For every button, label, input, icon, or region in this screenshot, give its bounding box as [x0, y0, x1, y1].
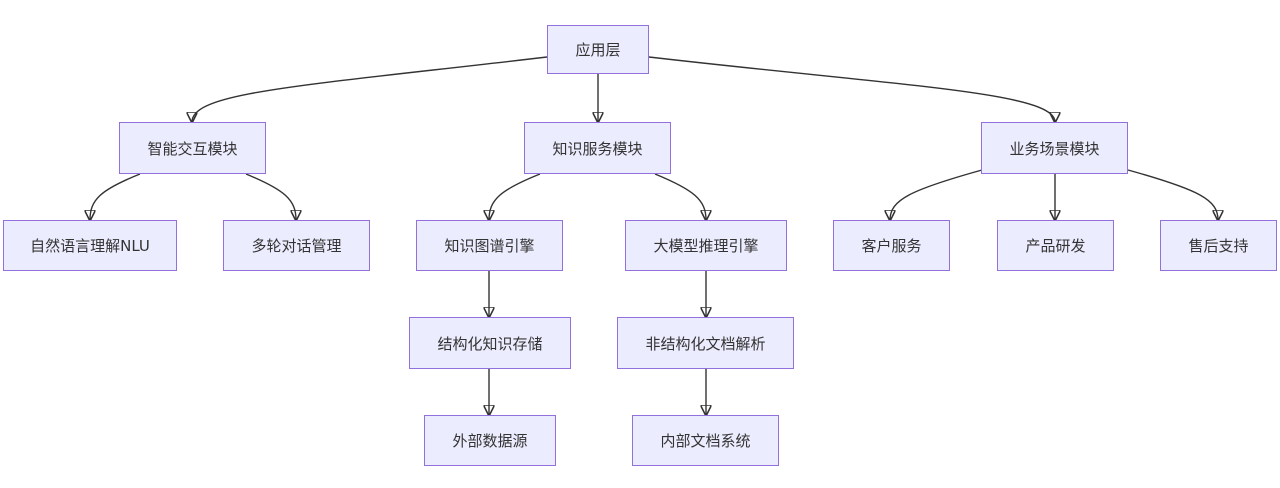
- edge-business-aftersales: [1127, 169, 1218, 220]
- node-product-rd: 产品研发: [997, 220, 1114, 271]
- node-kg-engine: 知识图谱引擎: [416, 220, 563, 271]
- node-after-sales: 售后支持: [1160, 220, 1277, 271]
- node-app-layer: 应用层: [547, 25, 649, 74]
- edge-app-business: [648, 56, 1055, 122]
- node-llm-engine: 大模型推理引擎: [625, 220, 787, 271]
- node-business-module: 业务场景模块: [981, 122, 1128, 174]
- node-nlu: 自然语言理解NLU: [3, 220, 177, 271]
- node-dialog-management: 多轮对话管理: [223, 220, 370, 271]
- edge-interaction-nlu: [90, 173, 141, 220]
- edge-app-interaction: [192, 56, 548, 122]
- node-internal-docs: 内部文档系统: [632, 415, 779, 466]
- node-customer-service: 客户服务: [833, 220, 950, 271]
- node-structured-storage: 结构化知识存储: [409, 317, 571, 369]
- edge-knowledge-kg: [489, 173, 541, 220]
- edge-business-customer: [890, 169, 983, 220]
- edge-interaction-dialog: [245, 173, 296, 220]
- node-interaction-module: 智能交互模块: [119, 122, 266, 174]
- node-external-data: 外部数据源: [424, 415, 556, 466]
- node-unstructured-parsing: 非结构化文档解析: [617, 317, 794, 369]
- edge-knowledge-llm: [654, 173, 706, 220]
- node-knowledge-module: 知识服务模块: [524, 122, 671, 174]
